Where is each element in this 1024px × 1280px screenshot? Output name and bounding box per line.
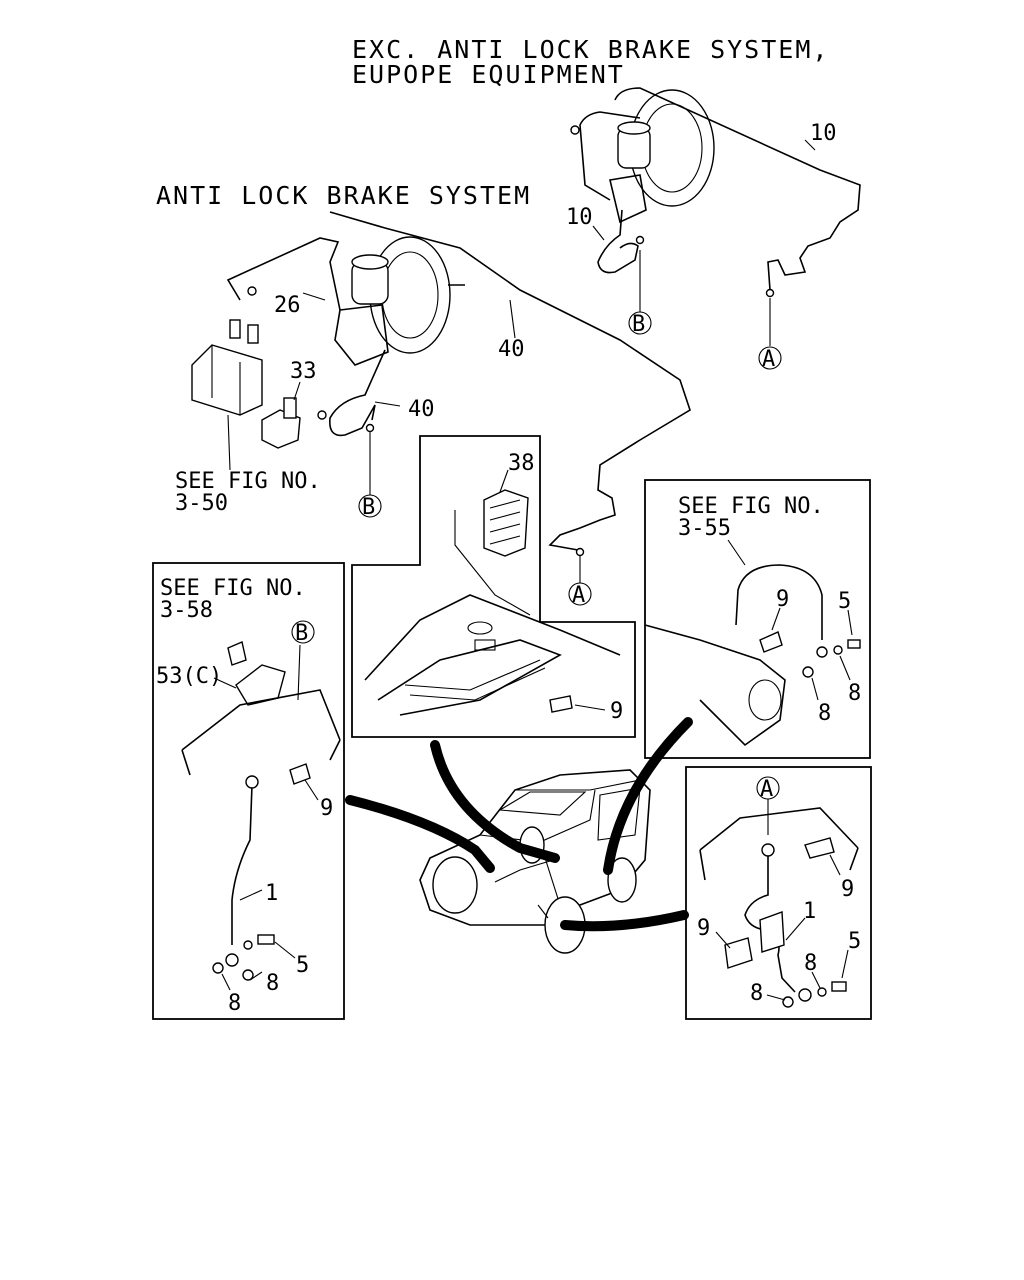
callout-8-right-a: 8	[818, 701, 831, 726]
marker-a-mid-circle	[568, 582, 592, 606]
callout-5-br: 5	[848, 929, 861, 954]
callout-9-right: 9	[776, 587, 789, 612]
caption-exc-abs-line1: EXC. ANTI LOCK BRAKE SYSTEM,	[352, 35, 829, 64]
brake-booster-abs	[334, 236, 465, 366]
marker-a-upper-circle	[758, 346, 782, 370]
callout-9-left: 9	[320, 796, 333, 821]
marker-b-left-circle	[291, 620, 315, 644]
detail-panel-bottom-right	[685, 766, 872, 1020]
brake-pipe-26	[226, 237, 341, 311]
junction-block-38	[483, 489, 529, 557]
brake-hose-right	[735, 564, 823, 640]
callout-10-lower: 10	[566, 205, 593, 230]
callout-10-upper: 10	[810, 121, 837, 146]
callout-9-center: 9	[610, 699, 623, 724]
callout-8-left-b: 8	[228, 991, 241, 1016]
detail-panel-left	[152, 562, 345, 1020]
callout-8-br-b: 8	[750, 981, 763, 1006]
callout-33: 33	[290, 359, 317, 384]
marker-b-mid: B	[362, 495, 375, 520]
callout-5-right: 5	[838, 589, 851, 614]
ref-fig-3-58-line2: 3-58	[160, 598, 213, 623]
brake-hose-left	[231, 784, 253, 945]
marker-a-mid: A	[572, 583, 585, 608]
brake-pipe-40-loop	[328, 349, 386, 437]
callout-8-left-a: 8	[266, 971, 279, 996]
detail-panel-right	[644, 479, 871, 759]
leader-right-panel	[603, 717, 693, 875]
callout-26: 26	[274, 293, 301, 318]
ref-fig-3-50-line2: 3-50	[175, 491, 228, 516]
callout-38: 38	[508, 451, 535, 476]
callout-40-upper: 40	[498, 337, 525, 362]
callout-8-br-a: 8	[804, 951, 817, 976]
brake-pipe-10-loop	[597, 209, 639, 274]
leader-bottom-right-panel	[560, 910, 689, 932]
caption-abs: ANTI LOCK BRAKE SYSTEM	[156, 181, 531, 210]
callout-1-br: 1	[803, 899, 816, 924]
brake-booster-exc-abs	[570, 89, 715, 224]
callout-8-right-b: 8	[848, 681, 861, 706]
marker-b-upper-circle	[628, 311, 652, 335]
detail-panel-center	[351, 435, 636, 738]
bracket-33	[261, 397, 301, 449]
callout-53c: 53(C)	[156, 664, 222, 689]
brake-pipe-40-long	[329, 211, 691, 551]
ref-fig-3-55-line1: SEE FIG NO.	[678, 494, 824, 519]
marker-b-upper: B	[632, 312, 645, 337]
ref-fig-3-50-line1: SEE FIG NO.	[175, 469, 321, 494]
marker-b-left: B	[295, 621, 308, 646]
marker-b-mid-circle	[358, 494, 382, 518]
hydraulic-unit	[191, 319, 263, 416]
ref-fig-3-58-line1: SEE FIG NO.	[160, 576, 306, 601]
callout-9-br-a: 9	[841, 877, 854, 902]
marker-a-br: A	[760, 777, 773, 802]
marker-a-upper: A	[762, 347, 775, 372]
callout-40-lower: 40	[408, 397, 435, 422]
leader-center-panel	[430, 740, 560, 863]
callout-9-br-b: 9	[697, 916, 710, 941]
leader-left-panel	[345, 795, 495, 873]
caption-exc-abs-line2: EUPOPE EQUIPMENT	[352, 60, 625, 89]
ref-fig-3-55-line2: 3-55	[678, 516, 731, 541]
callout-5-left: 5	[296, 953, 309, 978]
brake-pipe-10-main	[614, 87, 861, 291]
callout-1-left: 1	[265, 881, 278, 906]
